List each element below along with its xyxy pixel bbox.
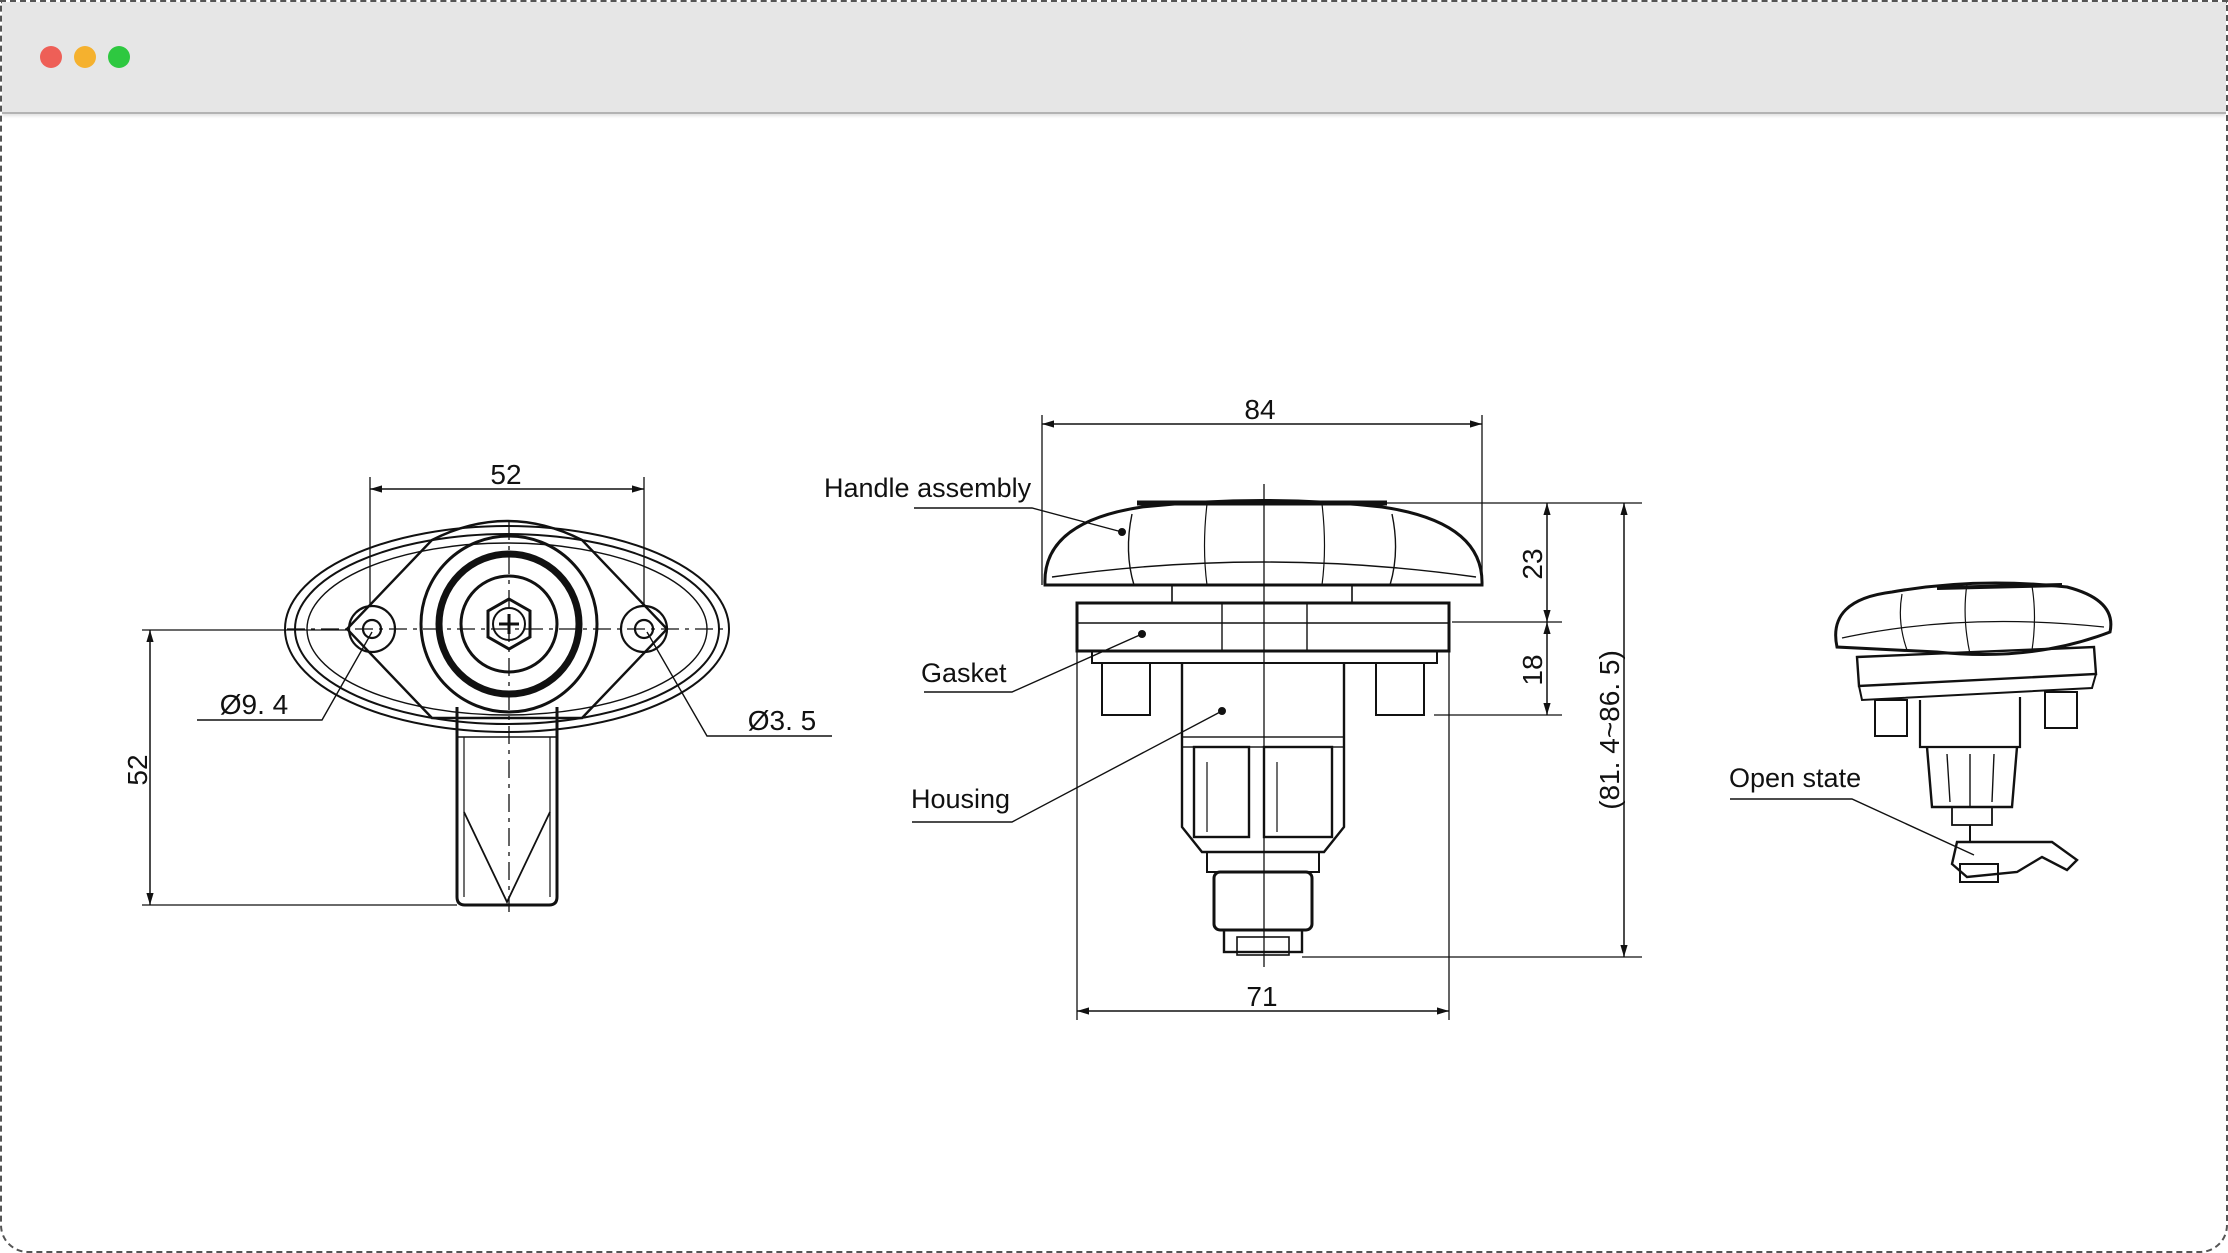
side-view — [912, 415, 1642, 1020]
label-gasket: Gasket — [921, 658, 1007, 688]
label-open-state: Open state — [1729, 763, 1861, 793]
label-housing: Housing — [911, 784, 1010, 814]
title-bar — [2, 2, 2226, 114]
side-top-width-dim: 84 — [1244, 394, 1275, 425]
maximize-button[interactable] — [108, 46, 130, 68]
iso-view — [1730, 581, 2113, 883]
total-height-dim: (81. 4~86. 5) — [1594, 650, 1625, 810]
front-height-dim: 52 — [122, 754, 153, 785]
handle-height-dim: 23 — [1517, 548, 1548, 579]
large-hole-dim: Ø9. 4 — [220, 689, 288, 720]
small-hole-dim: Ø3. 5 — [748, 705, 816, 736]
minimize-button[interactable] — [74, 46, 96, 68]
close-button[interactable] — [40, 46, 62, 68]
side-bottom-width-dim: 71 — [1246, 981, 1277, 1012]
label-handle-assembly: Handle assembly — [824, 473, 1032, 503]
front-view — [142, 477, 832, 912]
gasket-height-dim: 18 — [1517, 654, 1548, 685]
front-width-dim: 52 — [490, 459, 521, 490]
